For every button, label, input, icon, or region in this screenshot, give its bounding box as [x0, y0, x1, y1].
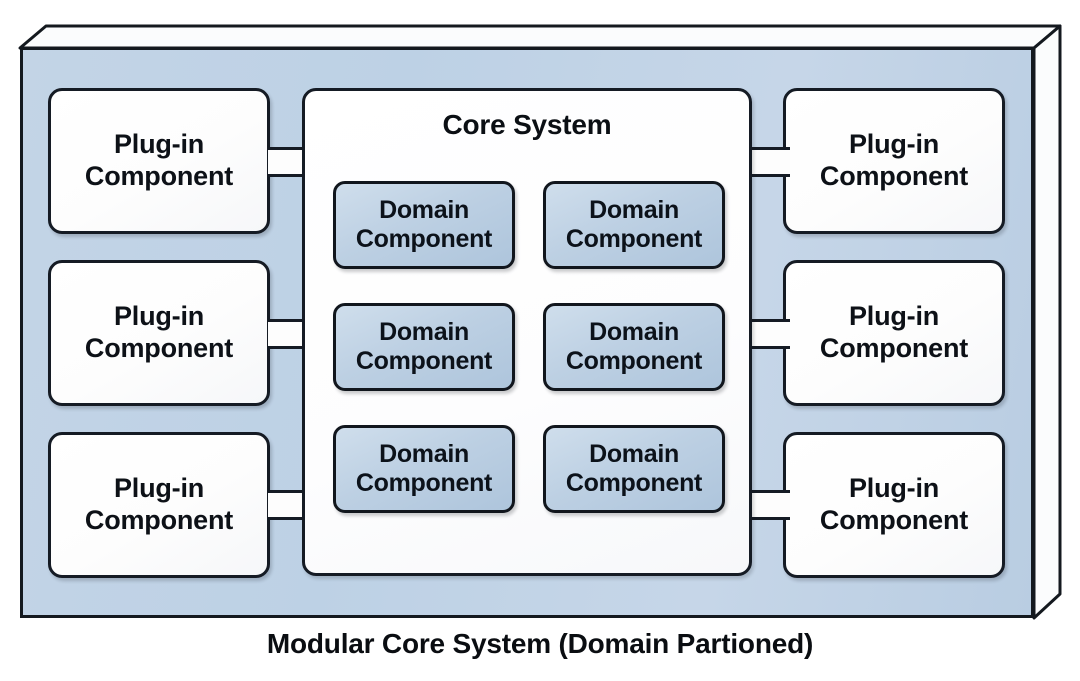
domain-component-2[interactable]: Domain Component — [543, 181, 725, 269]
plugin-label-line1: Plug-in — [113, 301, 205, 332]
plugin-label-line2: Component — [84, 505, 234, 535]
plugin-label-line1: Plug-in — [848, 473, 940, 504]
diagram-caption: Modular Core System (Domain Partioned) — [266, 628, 814, 659]
plugin-label-line2: Component — [84, 333, 234, 363]
connector-left-2 — [268, 319, 308, 349]
domain-label-line1: Domain — [379, 196, 469, 224]
enclosure-top-face — [18, 24, 1062, 50]
plugin-label-line2: Component — [819, 333, 969, 363]
domain-label-line2: Component — [355, 347, 493, 375]
connector-left-1 — [268, 147, 308, 177]
domain-label-line2: Component — [355, 469, 493, 497]
plugin-component-left-2[interactable]: Plug-in Component — [48, 260, 270, 406]
connector-right-2 — [750, 319, 790, 349]
plugin-label-line1: Plug-in — [848, 301, 940, 332]
domain-label-line2: Component — [565, 225, 703, 253]
domain-component-3[interactable]: Domain Component — [333, 303, 515, 391]
plugin-component-left-1[interactable]: Plug-in Component — [48, 88, 270, 234]
domain-label-line1: Domain — [379, 440, 469, 468]
plugin-label-line1: Plug-in — [113, 129, 205, 160]
domain-label-line1: Domain — [589, 196, 679, 224]
domain-component-4[interactable]: Domain Component — [543, 303, 725, 391]
connector-left-3 — [268, 490, 308, 520]
domain-component-5[interactable]: Domain Component — [333, 425, 515, 513]
plugin-component-left-3[interactable]: Plug-in Component — [48, 432, 270, 578]
enclosure-right-face — [1032, 24, 1062, 620]
core-system-container[interactable]: Core System Domain Component Domain Comp… — [302, 88, 752, 576]
plugin-component-right-3[interactable]: Plug-in Component — [783, 432, 1005, 578]
domain-component-grid: Domain Component Domain Component Domain… — [333, 181, 725, 551]
domain-component-6[interactable]: Domain Component — [543, 425, 725, 513]
domain-label-line2: Component — [565, 347, 703, 375]
connector-right-3 — [750, 490, 790, 520]
plugin-label-line2: Component — [819, 161, 969, 191]
plugin-label-line1: Plug-in — [848, 129, 940, 160]
domain-label-line1: Domain — [589, 440, 679, 468]
domain-component-1[interactable]: Domain Component — [333, 181, 515, 269]
plugin-label-line2: Component — [819, 505, 969, 535]
plugin-label-line1: Plug-in — [113, 473, 205, 504]
plugin-component-right-1[interactable]: Plug-in Component — [783, 88, 1005, 234]
plugin-component-right-2[interactable]: Plug-in Component — [783, 260, 1005, 406]
plugin-label-line2: Component — [84, 161, 234, 191]
domain-label-line2: Component — [565, 469, 703, 497]
core-system-title: Core System — [442, 109, 612, 140]
domain-label-line1: Domain — [379, 318, 469, 346]
domain-label-line2: Component — [355, 225, 493, 253]
connector-right-1 — [750, 147, 790, 177]
domain-label-line1: Domain — [589, 318, 679, 346]
